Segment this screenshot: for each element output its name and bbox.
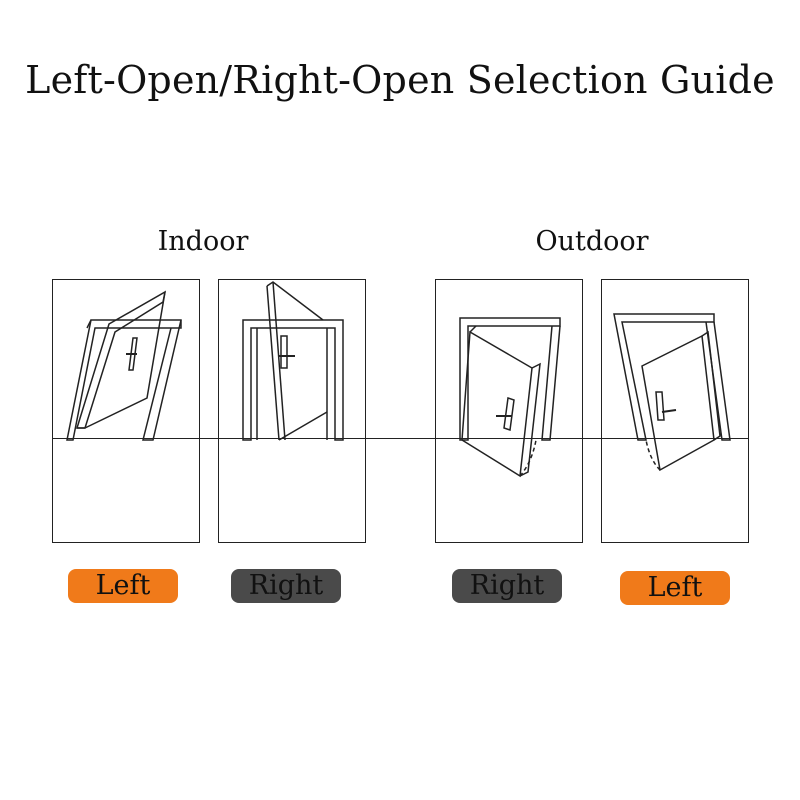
door-indoor-left-icon [66,290,182,441]
door-diagram-indoor-left [52,279,200,543]
page-title: Left-Open/Right-Open Selection Guide [25,58,775,102]
door-diagram-indoor-right [218,279,366,543]
floor-line [52,438,749,439]
badge-indoor-right: Right [231,569,341,603]
door-outdoor-right-icon [459,317,561,478]
group-label-outdoor: Outdoor [535,226,649,257]
door-outdoor-left-icon [613,313,731,472]
door-indoor-right-icon [242,281,344,441]
badge-outdoor-right: Right [452,569,562,603]
door-diagram-outdoor-left [601,279,749,543]
group-label-indoor: Indoor [157,226,249,257]
door-diagram-outdoor-right [435,279,583,543]
badge-outdoor-left: Left [620,571,730,605]
badge-indoor-left: Left [68,569,178,603]
